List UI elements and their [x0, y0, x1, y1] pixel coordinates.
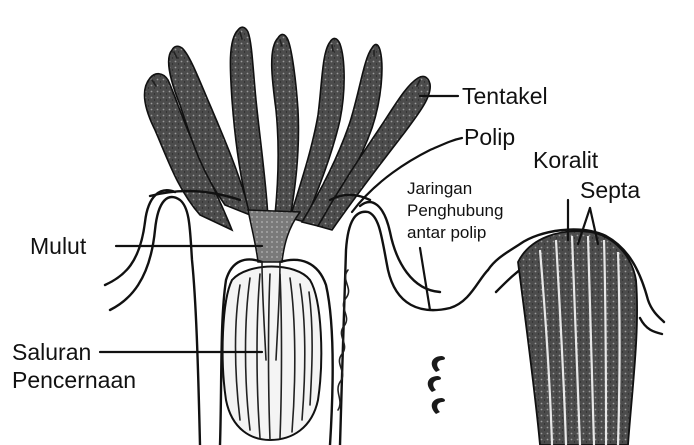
label-saluran-line1: Saluran — [12, 339, 91, 365]
gastric-sac — [223, 267, 322, 441]
label-jaringan-line1: Jaringan — [407, 179, 472, 198]
label-polip: Polip — [464, 124, 515, 150]
label-jaringan-line2: Penghubung — [407, 201, 503, 220]
label-saluran-line2: Pencernaan — [12, 367, 136, 393]
label-jaringan-line3: antar polip — [407, 223, 486, 242]
label-mulut: Mulut — [30, 233, 87, 259]
label-tentakel: Tentakel — [462, 83, 548, 109]
label-septa: Septa — [580, 177, 640, 203]
label-koralit: Koralit — [533, 147, 599, 173]
